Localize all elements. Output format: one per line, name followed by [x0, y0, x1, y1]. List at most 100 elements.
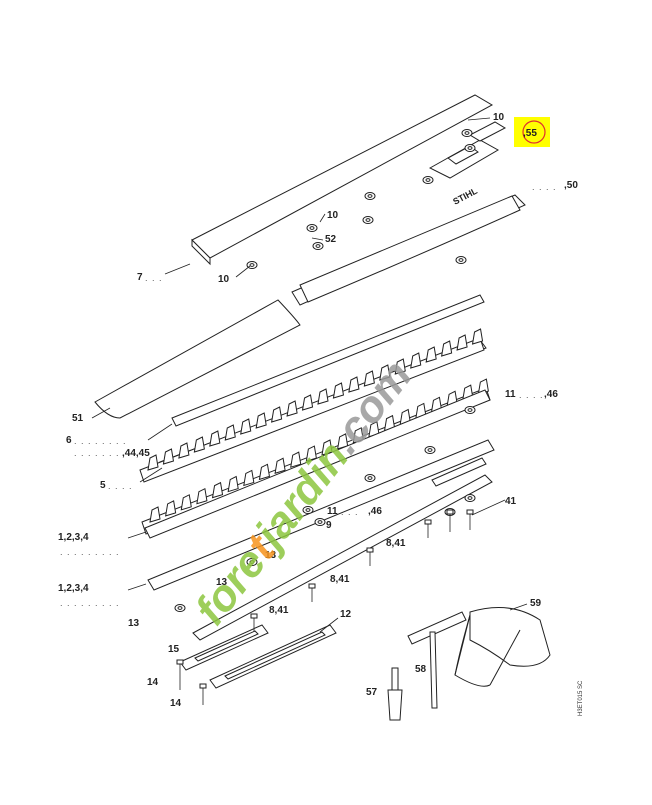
svg-text:. . . .: . . . .	[532, 182, 557, 192]
blade-tooth	[305, 445, 317, 462]
label-13-upper: 13	[265, 550, 277, 561]
nut-hole	[467, 408, 473, 412]
socket-wrench	[407, 611, 467, 709]
blade-bar-b	[147, 439, 495, 591]
label-11-lower: 11	[327, 506, 338, 517]
blade-tooth	[290, 451, 302, 468]
label-7: 7	[137, 272, 143, 283]
safety-glasses	[454, 607, 551, 687]
label-57: 57	[366, 687, 378, 698]
label-8-41-c: 8,41	[269, 605, 289, 616]
screw-head	[199, 683, 207, 689]
label-1234-upper: 1,2,3,4	[58, 532, 89, 543]
upper-blade	[139, 328, 485, 483]
label-41: 41	[505, 496, 517, 507]
blade-tooth	[227, 475, 239, 493]
label-14-lower: 14	[170, 698, 182, 709]
blade-tooth	[243, 469, 255, 487]
stihl-logo: STIHL	[451, 185, 479, 206]
label-11-upper: 11	[505, 389, 516, 400]
nut-hole	[249, 560, 255, 564]
label-5: 5	[100, 480, 106, 491]
blade-tooth	[441, 340, 453, 357]
blade-tooth	[162, 448, 175, 465]
label-44-45: ,44,45	[122, 448, 150, 459]
nut-hole	[249, 263, 255, 267]
screws	[176, 509, 474, 705]
spacer-strip-a	[171, 294, 485, 427]
nut-hole	[367, 476, 373, 480]
callout-labels: 10 ,55 . . . . ,50 10 52 7 . . . 10 51 6…	[58, 112, 578, 709]
blade-tooth	[178, 442, 190, 459]
nut-hole	[317, 520, 323, 524]
label-8-41-b: 8,41	[330, 574, 350, 585]
blade-tooth	[224, 424, 236, 441]
drawing-code: H3ET015 SC	[578, 680, 584, 716]
blade-tooth	[196, 487, 208, 505]
nut-hole	[365, 218, 371, 222]
nut-hole	[309, 226, 315, 230]
label-10-top: 10	[493, 112, 505, 123]
nut-hole	[425, 178, 431, 182]
svg-text:. . .: . . .	[145, 273, 163, 283]
nut-hole	[467, 146, 473, 150]
label-13-lower: 13	[128, 618, 140, 629]
leader-lines	[91, 117, 528, 633]
blade-tooth	[180, 494, 192, 511]
svg-text:. . . . . . .: . . . . . . .	[74, 448, 120, 458]
svg-text:. . . .: . . . .	[108, 481, 133, 491]
highlight-55	[514, 117, 550, 147]
label-6: 6	[66, 435, 72, 446]
label-52: 52	[325, 234, 337, 245]
nut-hole	[427, 448, 433, 452]
label-1234-lower: 1,2,3,4	[58, 583, 89, 594]
nut-hole	[315, 244, 321, 248]
label-59: 59	[530, 598, 542, 609]
blade-tooth	[165, 500, 177, 517]
label-46-lower: ,46	[368, 506, 382, 517]
nut-hole	[177, 606, 183, 610]
blade-tooth	[332, 382, 345, 399]
screw-head	[366, 547, 374, 553]
label-13-mid: 13	[216, 577, 228, 588]
svg-text:. . . . . . . .: . . . . . . . .	[74, 436, 127, 446]
lower-guard	[94, 299, 301, 419]
guide-strip-41	[431, 457, 487, 487]
blade-bar-a	[144, 389, 491, 539]
slotted-plate-12	[209, 624, 337, 689]
label-12: 12	[340, 609, 352, 620]
label-15: 15	[168, 644, 180, 655]
slotted-plate-15	[179, 624, 269, 671]
blade-tooth	[209, 430, 221, 447]
blade-tooth	[149, 506, 161, 523]
blade-tooth	[147, 454, 159, 471]
svg-text:. . . . . . . . .: . . . . . . . . .	[60, 598, 120, 608]
bottom-strip	[192, 474, 493, 641]
screwdriver	[387, 667, 403, 721]
screw-head	[308, 583, 316, 589]
svg-text:. . . . . . . . .: . . . . . . . . .	[60, 547, 120, 557]
blade-tooth	[274, 457, 286, 474]
nuts-washers	[174, 129, 476, 612]
label-55: ,55	[523, 128, 537, 139]
blade-tooth	[240, 418, 252, 435]
blade-tooth	[425, 346, 437, 363]
label-9: 9	[326, 520, 332, 531]
screw-head	[176, 659, 184, 665]
screw-head	[424, 519, 432, 525]
label-14-upper: 14	[147, 677, 159, 688]
blade-tooth	[211, 481, 224, 499]
label-50: ,50	[564, 180, 578, 191]
label-58: 58	[415, 664, 427, 675]
blade-tooth	[363, 370, 375, 387]
blade-tooth	[348, 376, 360, 393]
blade-tooth	[456, 334, 468, 351]
svg-text:. . .: . . .	[341, 507, 359, 517]
blade-tooth	[301, 394, 314, 411]
screw-head	[446, 509, 454, 515]
nut-hole	[467, 496, 473, 500]
label-10-mid: 10	[327, 210, 339, 221]
blade-tooth	[471, 328, 484, 345]
blade-tooth	[286, 400, 298, 417]
